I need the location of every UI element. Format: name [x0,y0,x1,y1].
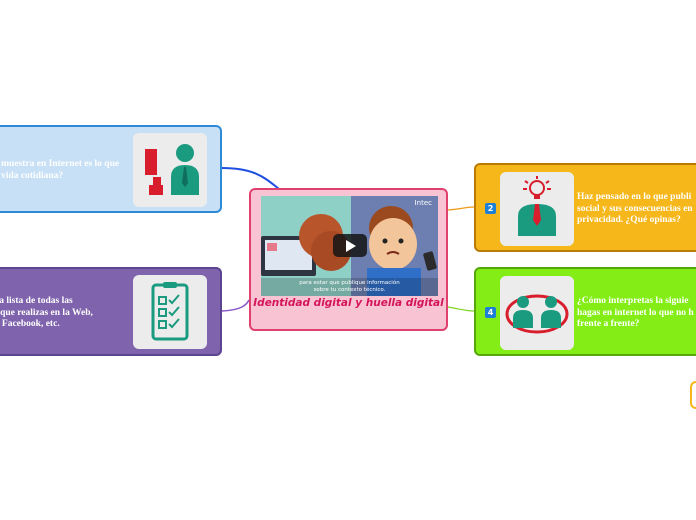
connector-left-top [221,167,280,190]
central-topic-node[interactable]: Intec para estar que publique informació… [249,188,448,331]
people-icon [133,133,207,207]
central-title: Identidad digital y huella digital [253,297,444,309]
video-thumbnail[interactable]: Intec para estar que publique informació… [261,196,438,296]
idea-person-icon [500,172,574,246]
checklist-icon [133,275,207,349]
number-badge: 2 [485,203,496,214]
connector-left-bottom [221,299,250,312]
topic-node-partial[interactable] [690,381,696,409]
topic-text: Haz pensado en lo que publi social y sus… [577,192,693,225]
topic-node-web-activities[interactable]: na lista de todas las s que realizas en … [0,267,222,356]
number-badge: 4 [485,307,496,318]
play-button[interactable] [333,234,367,257]
topic-node-internet-life[interactable]: y muestra en Internet es lo que a vida c… [0,125,222,213]
video-caption: para estar que publique información sobr… [261,280,438,293]
connector-right-bottom [447,306,475,312]
topic-node-face-to-face[interactable]: 4 ¿Cómo interpretas la siguie hagas en i… [474,267,696,356]
topic-text: ¿Cómo interpretas la siguie hagas en int… [577,296,694,329]
topic-node-publishing[interactable]: 2 Haz pensado en lo que publi social y s… [474,163,696,252]
two-people-icon [500,276,574,350]
caption-line-1: para estar que publique información [299,280,400,286]
play-icon [346,240,356,252]
topic-text: na lista de todas las s que realizas en … [0,296,93,329]
caption-line-2: sobre tu contexto técnico. [313,286,386,293]
connector-right-top [447,206,475,211]
video-watermark: Intec [414,199,432,207]
topic-text: y muestra en Internet es lo que a vida c… [1,159,120,181]
